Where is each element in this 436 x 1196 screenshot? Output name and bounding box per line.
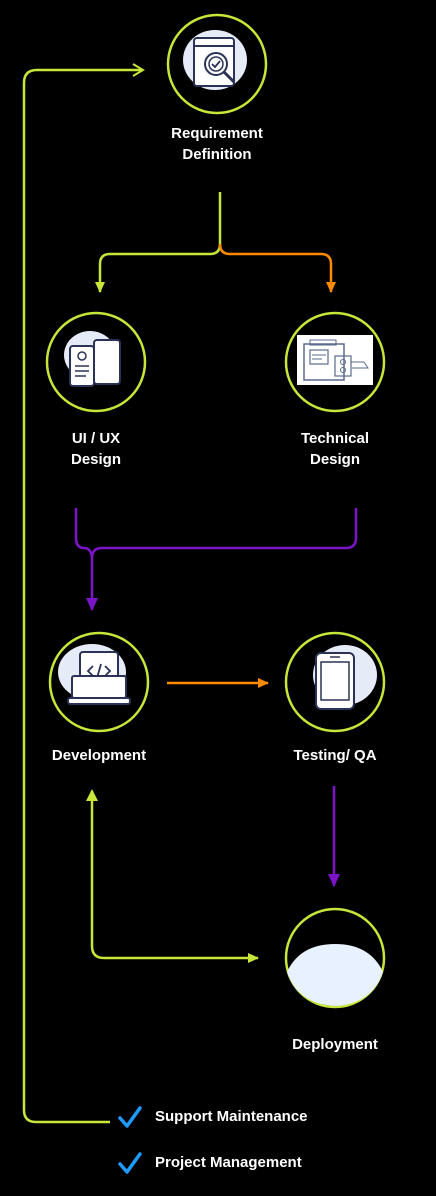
node-label-requirement: Requirement Definition [171, 125, 263, 163]
legend-project-management: Project Management [155, 1154, 302, 1171]
node-label-development: Development [51, 747, 147, 764]
technical-to-development-connector [90, 508, 358, 559]
arrowhead-up [86, 789, 98, 801]
node-label-technical: Technical Design [300, 430, 370, 468]
document-search-icon [183, 30, 247, 90]
node-testing [284, 631, 386, 733]
node-label-testing: Testing/ QA [293, 747, 377, 764]
requirement-to-uiux-connector [95, 192, 222, 293]
check-icon [118, 1152, 142, 1174]
node-technical [284, 311, 386, 413]
legend-support-maintenance: Support Maintenance [155, 1108, 308, 1125]
maintenance-loop-connector [22, 63, 145, 1124]
blueprint-icon [297, 335, 373, 385]
deploy-icon [287, 944, 383, 1006]
node-development [48, 631, 150, 733]
node-label-deployment: Deployment [292, 1036, 378, 1053]
requirement-to-technical-connector [218, 243, 336, 293]
development-deployment-connector [90, 791, 259, 963]
code-laptop-icon [58, 644, 131, 705]
check-icon [118, 1106, 142, 1128]
node-uiux [45, 311, 147, 413]
node-label-uiux: UI / UX Design [70, 430, 121, 468]
mobile-wireframe-icon [64, 331, 121, 387]
node-deployment [284, 907, 386, 1009]
node-requirement [166, 13, 268, 115]
uiux-to-development-connector [74, 508, 98, 611]
smartphone-icon [313, 645, 377, 710]
